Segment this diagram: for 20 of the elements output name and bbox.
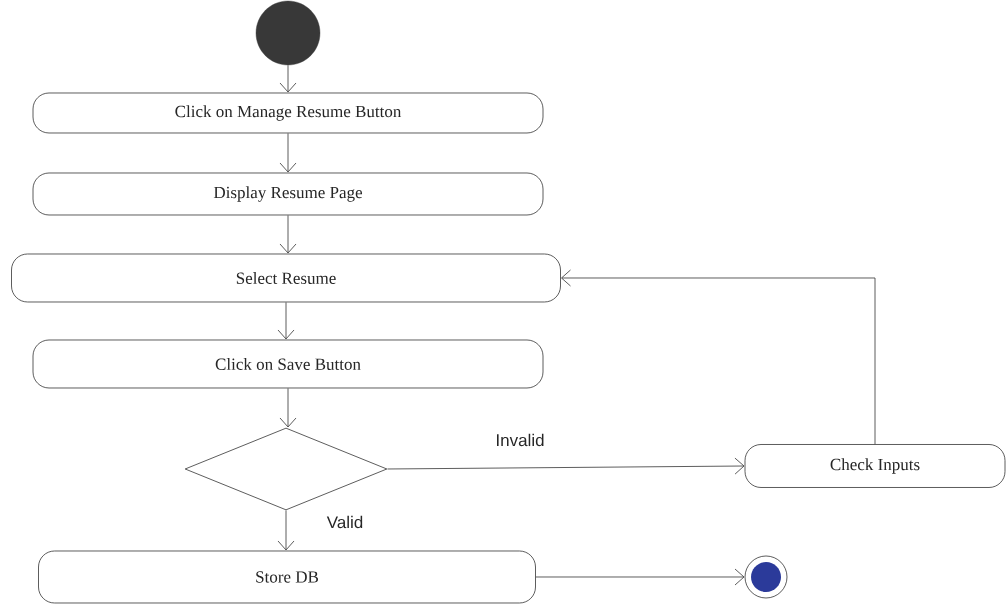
arrow — [387, 457, 745, 475]
activity-box: Click on Save Button — [32, 339, 544, 389]
activity-box: Display Resume Page — [32, 172, 544, 216]
arrow — [279, 215, 297, 254]
arrow — [279, 133, 297, 173]
decision-diamond — [184, 427, 388, 511]
arrow — [279, 64, 297, 93]
edge-label: Invalid — [494, 432, 546, 448]
arrow — [535, 568, 745, 586]
arrow — [277, 510, 295, 551]
arrow — [277, 302, 295, 340]
edge-label: Valid — [325, 514, 365, 530]
activity-box: Check Inputs — [744, 444, 1006, 488]
end-node — [744, 555, 788, 599]
arrow — [279, 388, 297, 428]
activity-box: Select Resume — [11, 253, 561, 303]
start-node — [255, 0, 321, 66]
activity-box: Store DB — [38, 550, 536, 604]
arrow — [561, 269, 876, 445]
activity-box: Click on Manage Resume Button — [32, 92, 544, 134]
